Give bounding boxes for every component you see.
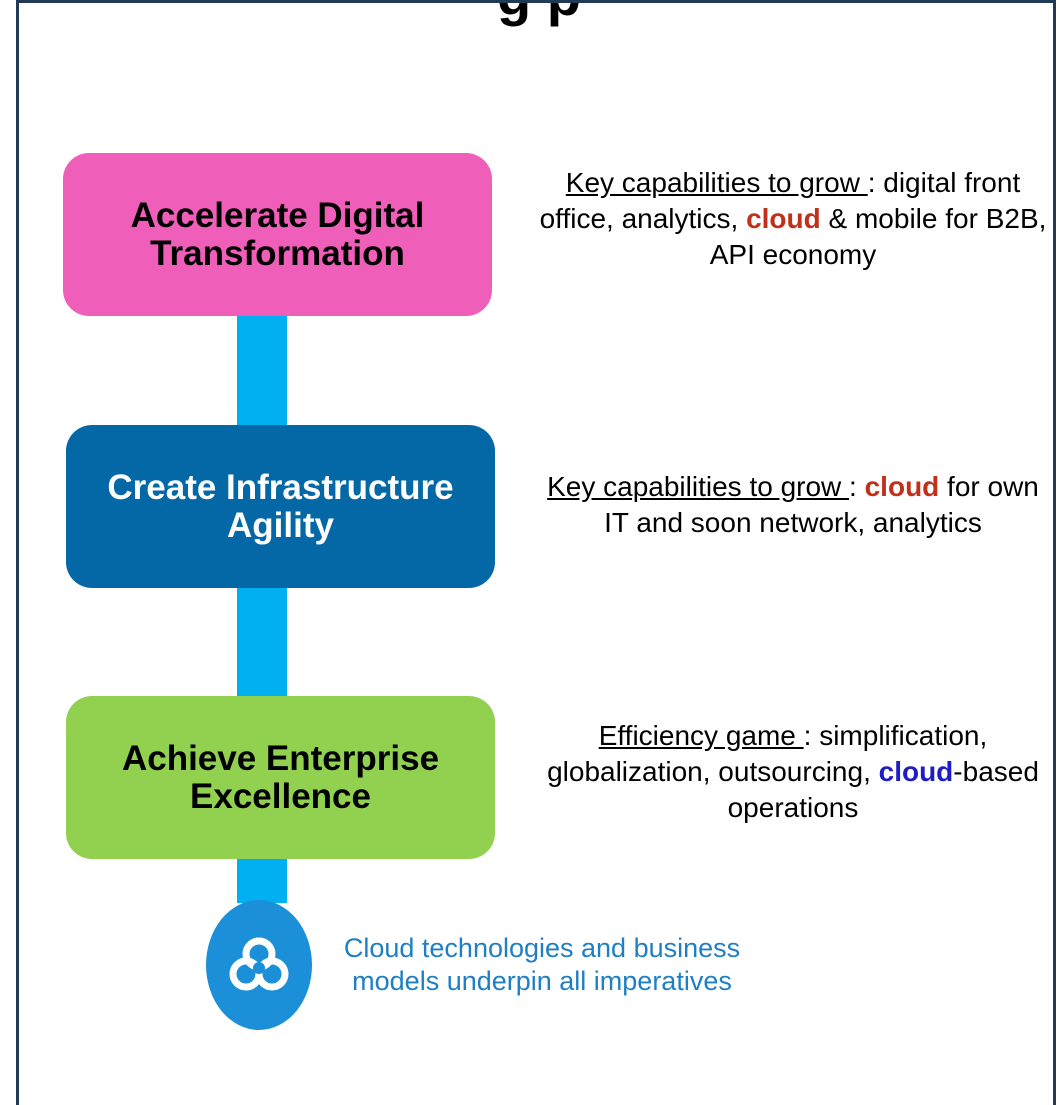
stage-label: Accelerate Digital Transformation (130, 195, 425, 273)
desc-lead: Efficiency game (598, 720, 804, 751)
stage-label: Create Infrastructure Agility (107, 467, 454, 545)
desc-highlight: cloud (746, 203, 821, 234)
desc-sep: : digital front office, analytics, (539, 167, 1021, 234)
stage-description: Key capabilities to grow : digital front… (533, 165, 1053, 273)
stage-achieve-enterprise-excellence: Achieve Enterprise Excellence (66, 696, 495, 859)
page-title: g p (497, 3, 581, 27)
footnote: Cloud technologies and business models u… (343, 933, 741, 996)
slide-frame: g p Accelerate Digital Transformation Cr… (16, 0, 1056, 1105)
desc-sep: : (849, 471, 865, 502)
stage-create-infrastructure-agility: Create Infrastructure Agility (66, 425, 495, 588)
connector-1 (237, 316, 287, 425)
desc-tail: -based operations (727, 756, 1039, 823)
desc-lead: Key capabilities to grow (565, 167, 868, 198)
stage-description: Efficiency game : simplification, global… (533, 718, 1053, 826)
desc-highlight: cloud (864, 471, 940, 502)
stage-accelerate-digital-transformation: Accelerate Digital Transformation (63, 153, 492, 316)
title-area: g p (19, 3, 1053, 28)
connector-3 (237, 859, 287, 903)
desc-lead: Key capabilities to grow (547, 471, 850, 502)
desc-sep: : simplification, globalization, outsour… (547, 720, 988, 787)
connector-2 (237, 588, 287, 696)
stage-label: Achieve Enterprise Excellence (121, 738, 440, 816)
cloud-glyph (229, 937, 289, 991)
stage-description: Key capabilities to grow : cloud for own… (533, 469, 1053, 541)
desc-tail: for own IT and soon network, analytics (604, 471, 1039, 538)
desc-highlight: cloud (878, 756, 954, 787)
desc-tail: & mobile for B2B, API economy (709, 203, 1047, 270)
cloud-icon (206, 900, 312, 1030)
